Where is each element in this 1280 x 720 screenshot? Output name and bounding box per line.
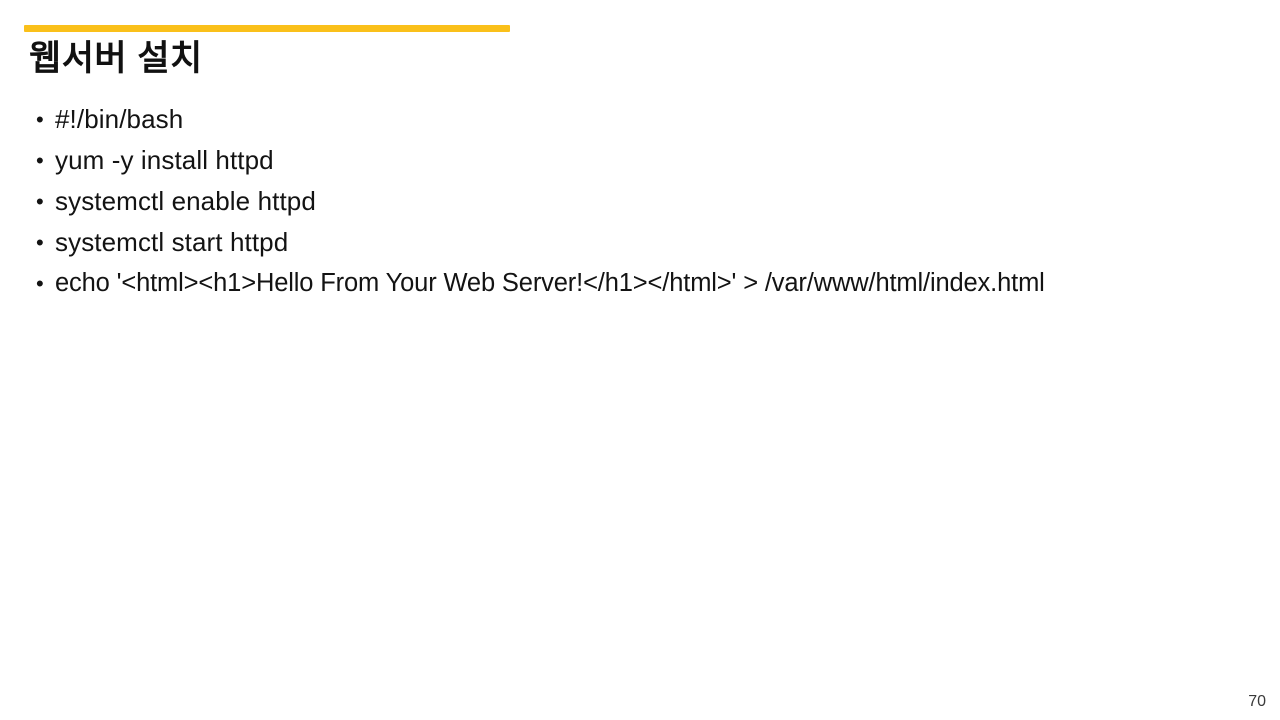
bullet-icon: • (36, 189, 44, 214)
bullet-icon: • (36, 148, 44, 173)
bullet-icon: • (36, 271, 44, 296)
title-accent-rule (24, 25, 510, 32)
list-item: • #!/bin/bash (30, 99, 1274, 140)
list-item-text: systemctl start httpd (55, 227, 289, 257)
list-item-text: #!/bin/bash (55, 104, 184, 134)
list-item: • yum -y install httpd (30, 140, 1274, 181)
list-item: • systemctl start httpd (30, 222, 1274, 263)
list-item: • echo '<html><h1>Hello From Your Web Se… (30, 263, 1274, 304)
list-item: • systemctl enable httpd (30, 181, 1274, 222)
bullet-icon: • (36, 230, 44, 255)
list-item-text: echo '<html><h1>Hello From Your Web Serv… (55, 269, 1045, 297)
list-item-text: systemctl enable httpd (55, 186, 316, 216)
page-number: 70 (1248, 693, 1266, 710)
bullet-list: • #!/bin/bash • yum -y install httpd • s… (30, 99, 1274, 304)
page-title: 웹서버 설치 (29, 39, 203, 78)
bullet-icon: • (36, 107, 44, 132)
list-item-text: yum -y install httpd (55, 145, 274, 175)
